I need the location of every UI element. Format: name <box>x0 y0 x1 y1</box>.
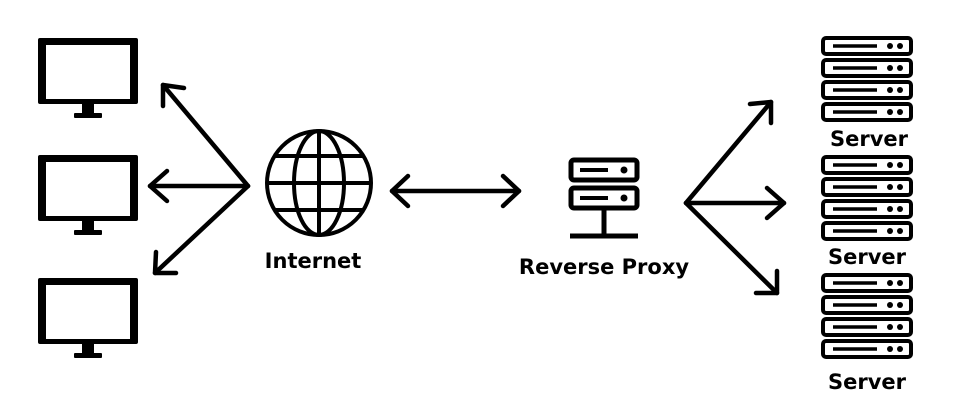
client-monitor-icon <box>38 155 138 235</box>
client-monitor-icon <box>38 38 138 118</box>
server-rack-icon <box>823 157 911 239</box>
proxy-server-icon <box>568 157 640 239</box>
client-monitor-icon <box>38 278 138 358</box>
arrow-internet-to-client-3 <box>152 183 251 276</box>
arrow-proxy-to-server-1 <box>683 99 774 206</box>
reverse-proxy-label: Reverse Proxy <box>518 255 690 279</box>
server-label: Server <box>829 127 909 151</box>
server-label: Server <box>827 370 907 394</box>
arrow-internet-reverse-proxy <box>389 173 522 209</box>
arrow-internet-to-client-2 <box>147 168 251 204</box>
server-label: Server <box>827 245 907 269</box>
server-rack-icon <box>823 275 911 357</box>
internet-label: Internet <box>264 249 362 273</box>
globe-icon <box>265 129 373 237</box>
arrow-internet-to-client-1 <box>160 82 251 189</box>
server-rack-icon <box>823 38 911 120</box>
arrow-proxy-to-server-3 <box>683 200 780 296</box>
arrow-proxy-to-server-2 <box>683 185 787 221</box>
